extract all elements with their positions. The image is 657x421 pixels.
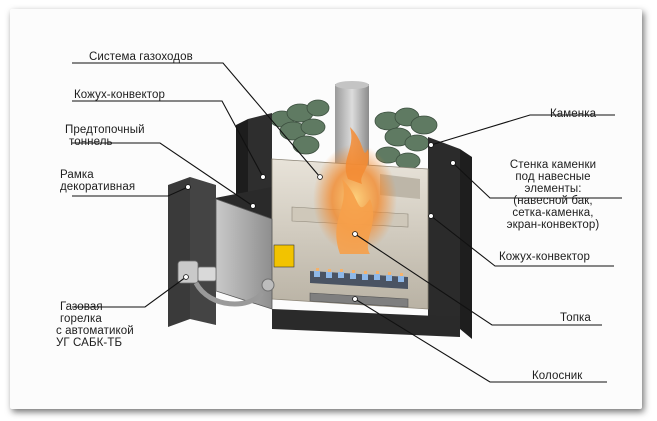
label-decor-frame-l1: Рамка — [60, 169, 94, 181]
label-gas-burner-l2: горелка — [60, 313, 102, 325]
label-convector-casing-top: Кожух-конвектор — [74, 89, 165, 101]
label-gas-burner-l1: Газовая — [60, 301, 103, 313]
grate — [309, 292, 409, 308]
label-flue-system: Система газоходов — [89, 51, 193, 63]
gas-burner-unit — [177, 260, 275, 307]
fire-door — [215, 198, 295, 310]
label-heater-wall-l4: (навесной бак, — [513, 195, 593, 207]
label-heater-wall-l6: экран-конвектор) — [506, 219, 600, 231]
label-heater-wall-l1: Стенка каменки — [509, 159, 597, 171]
burner-flames — [310, 268, 408, 289]
label-firebox: Топка — [560, 312, 591, 324]
decorative-frame — [168, 177, 216, 327]
label-stone-heater: Каменка — [550, 108, 597, 120]
label-heater-wall-l3: элементы: — [524, 183, 582, 195]
label-pre-furnace-tunnel-l1: Предтопочный — [65, 124, 145, 136]
label-decor-frame-l2: декоративная — [60, 181, 136, 193]
label-convector-casing-right: Кожух-конвектор — [499, 251, 590, 263]
label-heater-wall-l5: сетка-каменка, — [512, 207, 594, 219]
label-dots — [183, 142, 456, 302]
flames — [313, 127, 397, 254]
stove-illustration — [72, 62, 622, 383]
label-gas-burner-l4: УГ САБК-ТБ — [56, 337, 123, 349]
label-gas-burner-l3: с автоматикой — [56, 325, 134, 337]
label-pre-furnace-tunnel-l2: тоннель — [69, 136, 113, 148]
label-heater-wall-l2: под навесные — [515, 171, 591, 183]
label-grate: Колосник — [532, 370, 583, 382]
leader-lines — [72, 62, 622, 383]
diagram-card: Система газоходов Кожух-конвектор Предто… — [10, 9, 642, 409]
